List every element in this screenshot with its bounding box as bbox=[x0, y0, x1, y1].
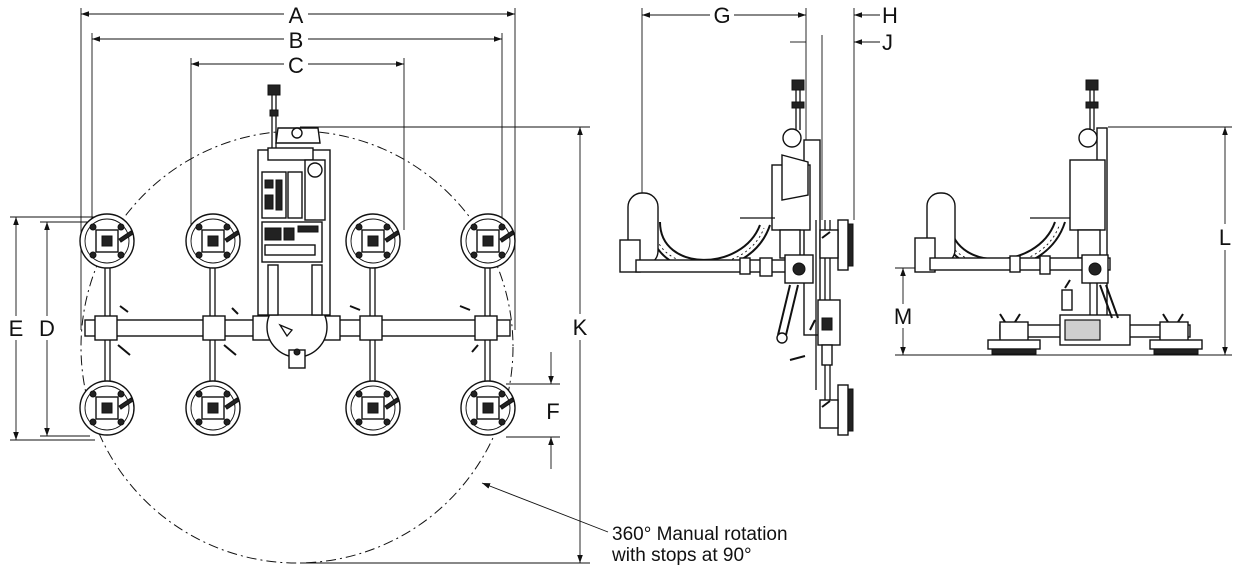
vacuum-pad bbox=[1149, 339, 1203, 355]
dimension-label-k: K bbox=[573, 315, 588, 340]
dimension-label-m: M bbox=[894, 304, 912, 329]
dimension-label-d: D bbox=[39, 316, 55, 341]
suction-cup bbox=[460, 380, 516, 436]
suction-cup bbox=[460, 213, 516, 269]
suction-cup bbox=[185, 380, 241, 436]
end-view: L M bbox=[890, 79, 1233, 356]
rotation-circle bbox=[80, 130, 514, 564]
side-view: G H J bbox=[619, 3, 898, 436]
dimension-label-j: J bbox=[882, 30, 893, 55]
dimension-label-c: C bbox=[288, 53, 304, 78]
dimension-label-g: G bbox=[713, 3, 730, 28]
vacuum-pad bbox=[837, 384, 854, 436]
rotation-note-line2: with stops at 90° bbox=[611, 545, 752, 566]
front-view: A B C E D F K 360° Manual rotation with … bbox=[4, 3, 788, 566]
suction-cup bbox=[79, 213, 135, 269]
dimension-label-h: H bbox=[882, 3, 898, 28]
dimension-label-f: F bbox=[546, 399, 559, 424]
dimension-label-b: B bbox=[289, 28, 304, 53]
dimension-label-a: A bbox=[289, 3, 304, 28]
suction-cup bbox=[79, 380, 135, 436]
control-unit bbox=[257, 84, 331, 316]
dimension-label-l: L bbox=[1219, 225, 1231, 250]
suction-cup bbox=[345, 213, 401, 269]
vacuum-pad bbox=[987, 339, 1041, 355]
rotation-note-line1: 360° Manual rotation bbox=[612, 524, 788, 545]
suction-cup bbox=[185, 213, 241, 269]
vacuum-pad bbox=[837, 219, 854, 271]
suction-cup bbox=[345, 380, 401, 436]
dimension-label-e: E bbox=[9, 316, 24, 341]
